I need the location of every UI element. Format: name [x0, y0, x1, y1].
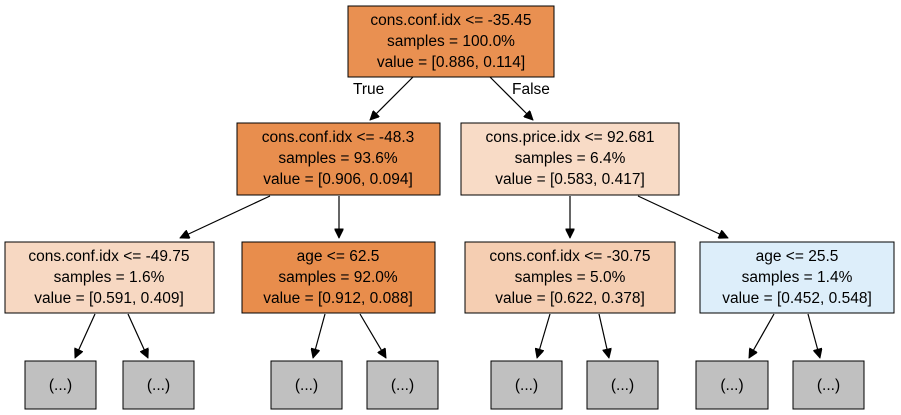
node-rr-value: value = [0.452, 0.548] [722, 290, 872, 307]
edge-ll-leaf2 [127, 313, 148, 358]
truncated-node-label: (...) [49, 377, 72, 394]
node-rr-condition: age <= 25.5 [756, 248, 839, 265]
node-rr-samples: samples = 1.4% [742, 269, 853, 286]
truncated-node-box [122, 360, 195, 410]
edge-label-true: True [353, 81, 384, 98]
node-right-condition: cons.price.idx <= 92.681 [486, 129, 655, 146]
truncated-node-box [490, 360, 563, 410]
node-lr-value: value = [0.912, 0.088] [263, 290, 413, 307]
truncated-node: (...) [366, 360, 439, 410]
truncated-node-label: (...) [391, 377, 414, 394]
truncated-node-label: (...) [720, 377, 743, 394]
node-left-samples: samples = 93.6% [278, 150, 398, 167]
node-root-value: value = [0.886, 0.114] [377, 54, 525, 71]
truncated-node-label: (...) [295, 377, 318, 394]
truncated-node: (...) [122, 360, 195, 410]
tree-node-rl: cons.conf.idx <= -30.75 samples = 5.0% v… [464, 241, 676, 314]
node-box-rr [699, 241, 895, 314]
tree-node-left: cons.conf.idx <= -48.3 samples = 93.6% v… [236, 122, 441, 196]
truncated-node-box [270, 360, 343, 410]
edge-right-rr [637, 195, 728, 238]
node-right-samples: samples = 6.4% [515, 150, 626, 167]
node-ll-samples: samples = 1.6% [54, 269, 165, 286]
tree-node-lr: age <= 62.5 samples = 92.0% value = [0.9… [241, 241, 436, 314]
edges [75, 76, 820, 358]
truncated-node: (...) [24, 360, 97, 410]
node-box-ll [4, 241, 215, 314]
node-rl-condition: cons.conf.idx <= -30.75 [489, 248, 650, 265]
truncated-leaves: (...) (...) (...) (...) (...) (...) (...… [24, 360, 865, 410]
edge-label-false: False [512, 81, 550, 98]
node-root-condition: cons.conf.idx <= -35.45 [370, 12, 531, 29]
node-right-value: value = [0.583, 0.417] [495, 171, 645, 188]
node-left-value: value = [0.906, 0.094] [263, 171, 413, 188]
truncated-node: (...) [695, 360, 769, 410]
node-box-right [460, 122, 680, 196]
edge-rr-leaf1 [748, 313, 775, 358]
edge-left-ll [180, 195, 271, 238]
tree-node-root: cons.conf.idx <= -35.45 samples = 100.0%… [347, 5, 555, 78]
truncated-node-box [586, 360, 659, 410]
truncated-node-label: (...) [147, 377, 170, 394]
node-ll-value: value = [0.591, 0.409] [34, 290, 184, 307]
edge-lr-leaf2 [359, 313, 387, 358]
node-left-condition: cons.conf.idx <= -48.3 [262, 129, 415, 146]
truncated-node-box [695, 360, 769, 410]
truncated-node-label: (...) [515, 377, 538, 394]
truncated-node: (...) [586, 360, 659, 410]
tree-node-ll: cons.conf.idx <= -49.75 samples = 1.6% v… [4, 241, 215, 314]
node-rl-samples: samples = 5.0% [515, 269, 626, 286]
node-lr-samples: samples = 92.0% [278, 269, 398, 286]
truncated-node-box [366, 360, 439, 410]
truncated-node-label: (...) [817, 377, 840, 394]
truncated-node: (...) [792, 360, 865, 410]
edge-rl-leaf1 [537, 313, 551, 358]
edge-rr-leaf2 [807, 313, 820, 358]
node-root-samples: samples = 100.0% [387, 33, 515, 50]
node-box-lr [241, 241, 436, 314]
edge-ll-leaf1 [75, 313, 96, 358]
node-lr-condition: age <= 62.5 [297, 248, 380, 265]
edge-root-right [489, 76, 533, 120]
truncated-node-label: (...) [611, 377, 634, 394]
truncated-node: (...) [490, 360, 563, 410]
node-rl-value: value = [0.622, 0.378] [495, 290, 645, 307]
node-box-root [347, 5, 555, 78]
truncated-node-box [24, 360, 97, 410]
tree-node-right: cons.price.idx <= 92.681 samples = 6.4% … [460, 122, 680, 196]
truncated-node-box [792, 360, 865, 410]
tree-node-rr: age <= 25.5 samples = 1.4% value = [0.45… [699, 241, 895, 314]
truncated-node: (...) [270, 360, 343, 410]
node-box-rl [464, 241, 676, 314]
edge-root-left [370, 76, 414, 120]
node-box-left [236, 122, 441, 196]
edge-rl-leaf2 [598, 313, 609, 358]
edge-lr-leaf1 [313, 313, 326, 358]
node-ll-condition: cons.conf.idx <= -49.75 [28, 248, 189, 265]
